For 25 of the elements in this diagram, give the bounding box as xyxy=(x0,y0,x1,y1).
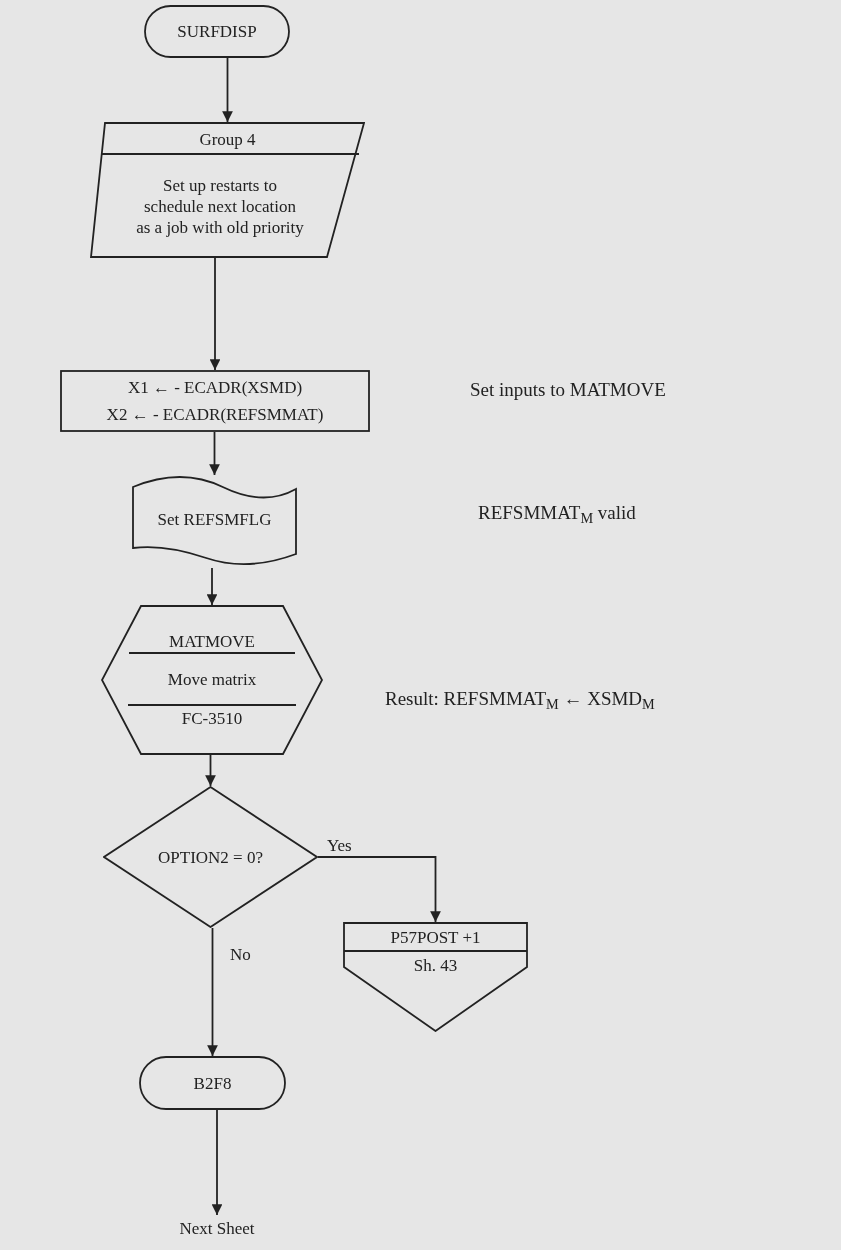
node-text: Set up restarts to schedule next location as a job with old priority xyxy=(135,174,305,238)
node-text: Set REFSMFLG xyxy=(157,508,272,530)
node-text: MATMOVE xyxy=(169,630,255,652)
node-text: X1 ← - ECADR(XSMD) xyxy=(127,376,303,398)
connector-text: Next Sheet xyxy=(179,1217,255,1239)
arrow xyxy=(207,927,218,1057)
arrow xyxy=(222,57,233,123)
node-text: OPTION2 = 0? xyxy=(158,846,263,868)
node-text: P57POST +1 xyxy=(390,926,481,948)
node-text: Move matrix xyxy=(167,668,257,690)
arrow xyxy=(206,567,218,606)
node-text: Sh. 43 xyxy=(413,954,458,976)
note-text: REFSMMAT$_{M}$ valid xyxy=(478,501,636,528)
node-text: B2F8 xyxy=(193,1072,232,1094)
note-text: Set inputs to MATMOVE xyxy=(470,378,666,402)
arrow xyxy=(209,257,221,371)
result-text: Result: REFSMMAT$_{M}$ ← XSMD$_{M}$ xyxy=(385,687,655,714)
node-text: FC-3510 xyxy=(181,707,243,729)
arrow xyxy=(211,1109,223,1216)
arrow xyxy=(317,856,441,923)
arrow xyxy=(205,754,216,787)
node-text: X2 ← - ECADR(REFSMMAT) xyxy=(106,403,324,425)
node-text: SURFDISP xyxy=(177,21,257,42)
node-text: Group 4 xyxy=(199,128,256,150)
arrow xyxy=(209,431,220,476)
